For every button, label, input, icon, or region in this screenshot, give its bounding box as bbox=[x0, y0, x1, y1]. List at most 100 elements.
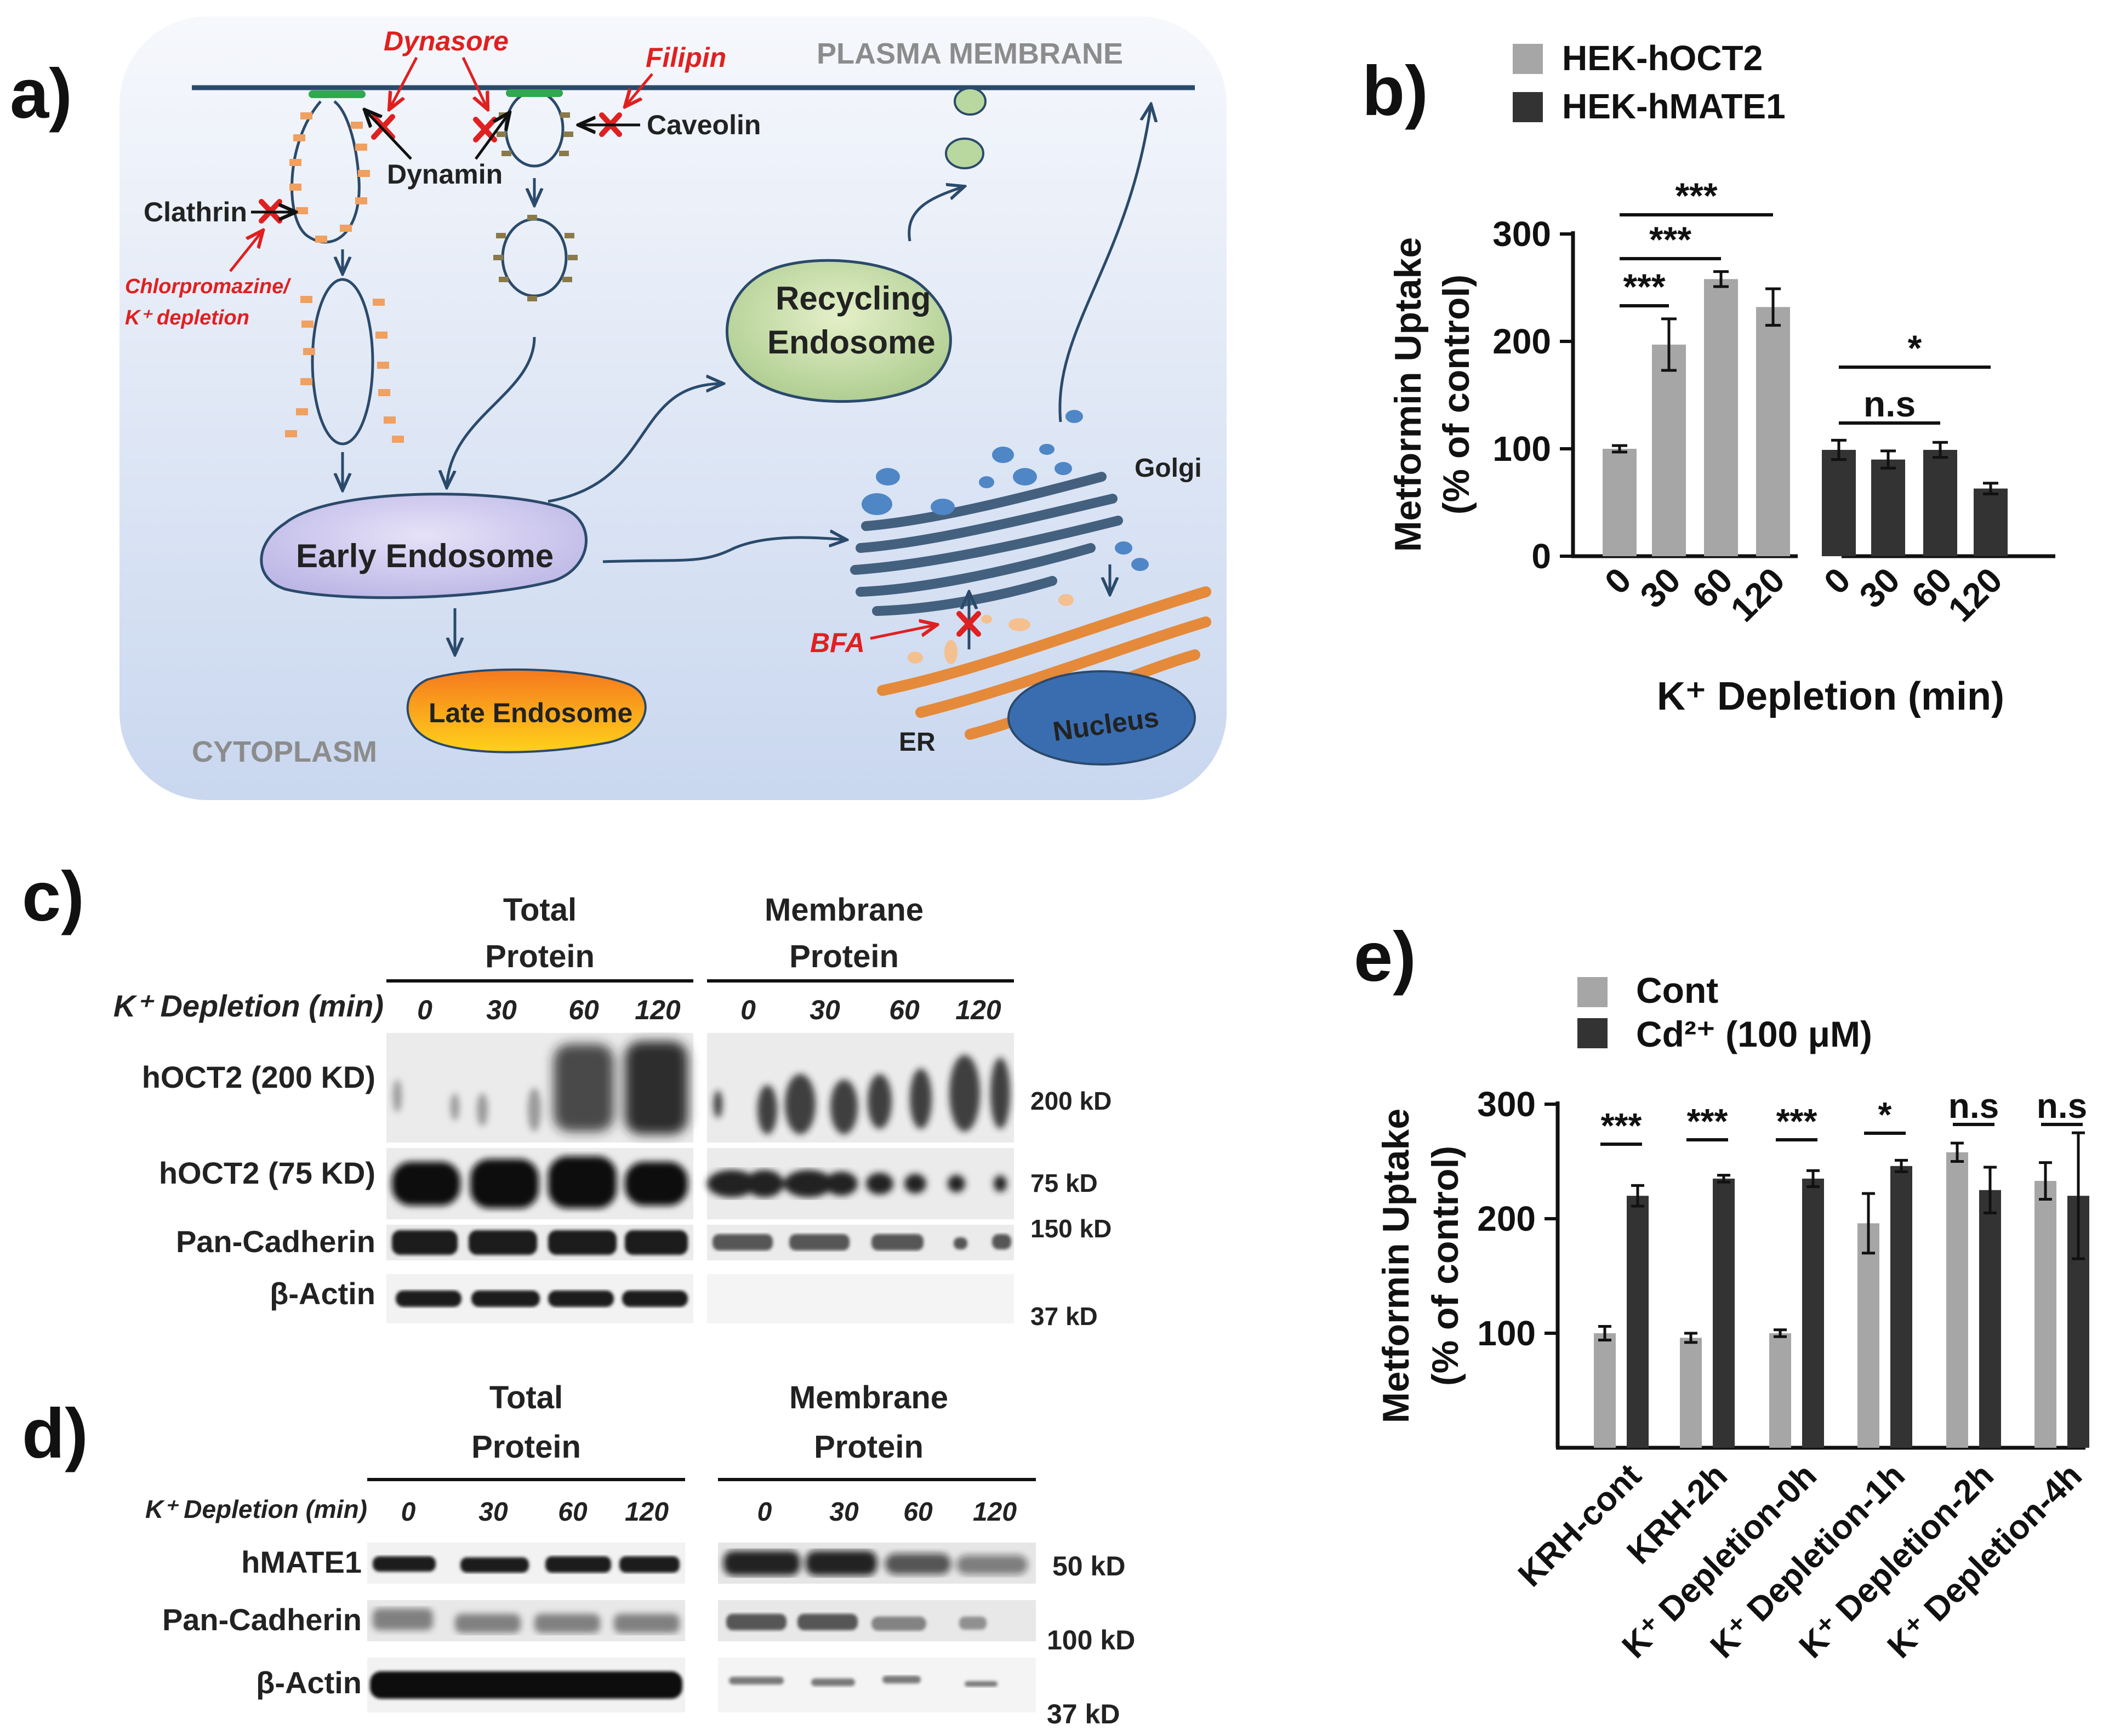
arrow-caveolae-to-early bbox=[447, 336, 536, 488]
chart-b-xtick-label: 30 bbox=[1633, 560, 1688, 615]
blot-c-strip-cadherin-total bbox=[386, 1225, 693, 1260]
chart-b-bar bbox=[1603, 449, 1637, 556]
blot-c-depletion-label: K⁺ Depletion (min) bbox=[113, 989, 384, 1023]
blot-d-strip-cadherin-total bbox=[367, 1600, 685, 1641]
blot-d-strip-actin-total bbox=[367, 1658, 685, 1712]
legend-e-swatch-dark bbox=[1577, 1018, 1608, 1048]
blot-d-strip-hmate1-membrane bbox=[718, 1543, 1036, 1584]
chlorpromazine-label-1: Chlorpromazine/ bbox=[125, 275, 291, 298]
chart-e-bar bbox=[1627, 1196, 1649, 1448]
blot-c-total-2: Protein bbox=[485, 939, 595, 974]
chart-e-ytick-label: 200 bbox=[1477, 1199, 1536, 1238]
block-x-bfa bbox=[956, 611, 981, 637]
chart-b-bar bbox=[1974, 488, 2008, 556]
chart-b-xtick-label: 0 bbox=[1816, 560, 1858, 602]
blot-d-strip-cadherin-membrane bbox=[718, 1600, 1036, 1641]
golgi-label: Golgi bbox=[1135, 454, 1202, 483]
chart-e-sig-label: *** bbox=[1601, 1106, 1642, 1145]
chart-b-xlabel: K⁺ Depletion (min) bbox=[1657, 675, 2004, 718]
chart-b-bar bbox=[1923, 449, 1957, 556]
chart-e-sig-label: *** bbox=[1687, 1101, 1728, 1141]
chart-b-bar bbox=[1756, 307, 1790, 556]
blot-c-kd-1: 200 kD bbox=[1030, 1087, 1112, 1115]
panel-c-letter: c) bbox=[22, 858, 84, 936]
blot-c-strip-hoct2-200-membrane bbox=[707, 1033, 1014, 1143]
lane-label: 120 bbox=[635, 995, 681, 1025]
chart-e-ylabel-2: (% of control) bbox=[1424, 1146, 1466, 1386]
blot-d-membrane-2: Protein bbox=[814, 1429, 924, 1465]
blot-d-strip-actin-membrane bbox=[718, 1658, 1036, 1712]
dynamin-arrow-left bbox=[364, 110, 412, 160]
blot-d-total-2: Protein bbox=[471, 1429, 581, 1465]
chart-b-bar bbox=[1652, 344, 1686, 556]
early-endosome-shape bbox=[260, 493, 588, 599]
blot-d-strip-hmate1-total bbox=[367, 1543, 685, 1584]
blot-d-kd-2: 100 kD bbox=[1047, 1625, 1135, 1655]
chart-b-bar bbox=[1871, 459, 1905, 556]
chart-e-ylabel-1: Metformin Uptake bbox=[1375, 1109, 1417, 1423]
panel-e-letter: e) bbox=[1354, 918, 1416, 996]
chart-b-xtick-label: 0 bbox=[1597, 560, 1639, 602]
lane-label: 30 bbox=[829, 1498, 859, 1527]
blot-c-row-label-4: β-Actin bbox=[270, 1276, 375, 1311]
chart-e-bar bbox=[1857, 1223, 1879, 1448]
late-endosome-label: Late Endosome bbox=[429, 698, 632, 728]
lane-label: 120 bbox=[973, 1498, 1017, 1527]
panel-a-letter: a) bbox=[10, 55, 72, 133]
golgi-vesicles bbox=[862, 410, 1149, 571]
panel-b-letter: b) bbox=[1362, 52, 1428, 130]
blot-c-kd-2: 75 kD bbox=[1030, 1169, 1098, 1197]
blot-c-kd-3: 150 kD bbox=[1030, 1214, 1112, 1243]
caveolae-vesicle bbox=[493, 215, 578, 301]
blot-c-row-label-2: hOCT2 (75 KD) bbox=[159, 1156, 375, 1190]
chart-e-ytick-label: 100 bbox=[1477, 1314, 1536, 1353]
recycling-endosome-shape bbox=[726, 259, 952, 403]
arrow-golgi-to-membrane bbox=[1058, 104, 1151, 422]
dynamin-label: Dynamin bbox=[387, 159, 503, 190]
blot-d-depletion-label: K⁺ Depletion (min) bbox=[145, 1495, 367, 1523]
chart-e-bar bbox=[1713, 1178, 1735, 1448]
chlorpromazine-arrow bbox=[229, 230, 263, 272]
panel-c: c) Total Protein Membrane Protein K⁺ Dep… bbox=[22, 858, 1112, 1330]
lane-label: 120 bbox=[625, 1498, 669, 1527]
arrow-early-to-golgi bbox=[602, 538, 847, 563]
lane-label: 60 bbox=[558, 1498, 588, 1527]
recycling-endosome-label-2: Endosome bbox=[767, 324, 936, 361]
chart-b-bar bbox=[1704, 279, 1738, 556]
filipin-arrow bbox=[625, 73, 653, 107]
late-endosome-shape bbox=[406, 668, 647, 753]
plasma-membrane-label: PLASMA MEMBRANE bbox=[817, 37, 1123, 70]
panel-d-letter: d) bbox=[22, 1395, 88, 1473]
lane-label: 60 bbox=[903, 1498, 933, 1527]
blot-c-row-label-3: Pan-Cadherin bbox=[176, 1224, 375, 1259]
caveolin-label: Caveolin bbox=[647, 110, 761, 140]
chart-b-sig-label: *** bbox=[1623, 266, 1665, 307]
chart-b-xtick-label: 30 bbox=[1852, 560, 1907, 615]
blot-c-strip-actin-total bbox=[386, 1274, 693, 1323]
chart-b-xtick-label: 120 bbox=[1940, 560, 2009, 629]
dynasore-label: Dynasore bbox=[384, 26, 509, 56]
chart-e-bar bbox=[1594, 1333, 1616, 1448]
blot-c-strip-hoct2-75-total bbox=[386, 1148, 693, 1219]
lane-label: 60 bbox=[889, 995, 920, 1025]
lane-label: 0 bbox=[401, 1498, 416, 1527]
chart-b-ytick-label: 200 bbox=[1492, 322, 1551, 361]
early-endosome-label: Early Endosome bbox=[296, 538, 554, 574]
blot-d-kd-3: 37 kD bbox=[1047, 1699, 1120, 1729]
clathrin-vesicle bbox=[285, 278, 404, 446]
blot-c-membrane-2: Protein bbox=[789, 939, 899, 974]
chart-e-sig-label: n.s bbox=[2037, 1086, 2087, 1126]
bfa-label: BFA bbox=[810, 627, 865, 658]
legend-b-swatch-light bbox=[1513, 44, 1543, 74]
chlorpromazine-label-2: K⁺ depletion bbox=[125, 306, 249, 329]
legend-b-label-light: HEK-hOCT2 bbox=[1562, 38, 1763, 78]
chart-b-sig-label: *** bbox=[1675, 175, 1717, 216]
blot-d-row-label-2: Pan-Cadherin bbox=[162, 1602, 362, 1637]
chart-b-sig-label: *** bbox=[1649, 219, 1691, 260]
lane-label: 30 bbox=[478, 1498, 508, 1527]
blot-d-row-label-3: β-Actin bbox=[256, 1665, 362, 1700]
clathrin-pit bbox=[289, 90, 370, 244]
